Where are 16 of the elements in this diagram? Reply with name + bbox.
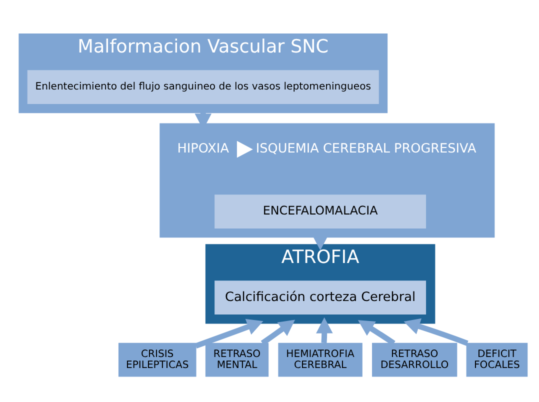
node-box: RETRASO MENTAL (205, 342, 269, 376)
node-box: ENCEFALOMALACIA (214, 194, 426, 228)
cluster (160, 122, 495, 238)
arrow (194, 318, 264, 348)
arrow (316, 316, 333, 343)
node-box: DEFICIT FOCALES (466, 342, 528, 376)
node-box: RETRASO DESARROLLO (372, 342, 458, 376)
node-box: CRISIS EPILEPTICAS (118, 342, 196, 376)
arrow (358, 320, 396, 346)
node-box: Enlentecimiento del flujo sanguineo de los vasos leptomeningueos (27, 70, 379, 104)
node-text: HIPOXIA (177, 141, 229, 156)
node-text: ISQUEMIA CEREBRAL PROGRESIVA (256, 141, 476, 156)
arrow (260, 319, 296, 345)
node-box: Calcificación corteza Cerebral (214, 280, 426, 314)
arrow (404, 318, 468, 346)
node-box: HEMIATROFIA CEREBRAL (278, 342, 362, 376)
